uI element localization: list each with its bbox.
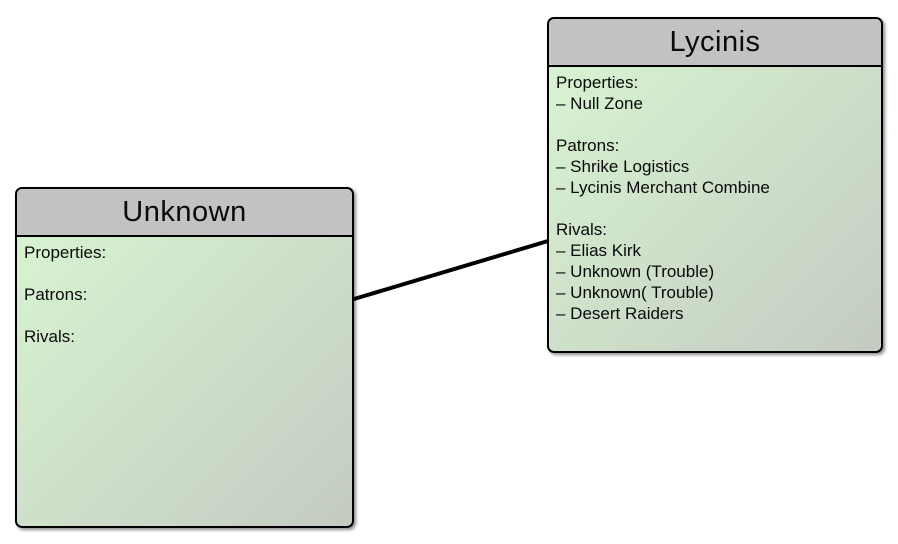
node-title: Lycinis — [669, 25, 761, 58]
node-text-line: – Unknown( Trouble) — [556, 283, 714, 302]
node-text-line — [556, 114, 874, 135]
node-lycinis[interactable]: Lycinis Properties: – Null Zone Patrons: –… — [547, 17, 883, 353]
node-body: Properties: Patrons: Rivals: — [17, 237, 352, 352]
node-text-line: Properties: — [556, 73, 639, 92]
node-unknown[interactable]: Unknown Properties: Patrons: Rivals: — [15, 187, 354, 528]
node-text-line: Patrons: — [556, 136, 620, 155]
node-text-line — [24, 263, 345, 284]
node-body: Properties: – Null Zone Patrons: – Shrike … — [549, 67, 881, 329]
node-title: Unknown — [122, 195, 247, 228]
node-header: Lycinis — [549, 19, 881, 67]
node-text-line — [24, 305, 345, 326]
node-text-line: Rivals: — [24, 327, 76, 346]
node-text-line: Properties: — [24, 243, 107, 262]
node-header: Unknown — [17, 189, 352, 237]
node-text-line: Patrons: — [24, 285, 88, 304]
node-text-line: – Shrike Logistics — [556, 157, 690, 176]
node-text-line — [556, 198, 874, 219]
node-text-line: Rivals: — [556, 220, 608, 239]
node-text-line: – Lycinis Merchant Combine — [556, 178, 770, 197]
node-text-line: – Elias Kirk — [556, 241, 642, 260]
node-text-line: – Desert Raiders — [556, 304, 684, 323]
edge-line[interactable] — [352, 239, 550, 301]
node-text-line: – Unknown (Trouble) — [556, 262, 715, 281]
node-text-line: – Null Zone — [556, 94, 643, 113]
